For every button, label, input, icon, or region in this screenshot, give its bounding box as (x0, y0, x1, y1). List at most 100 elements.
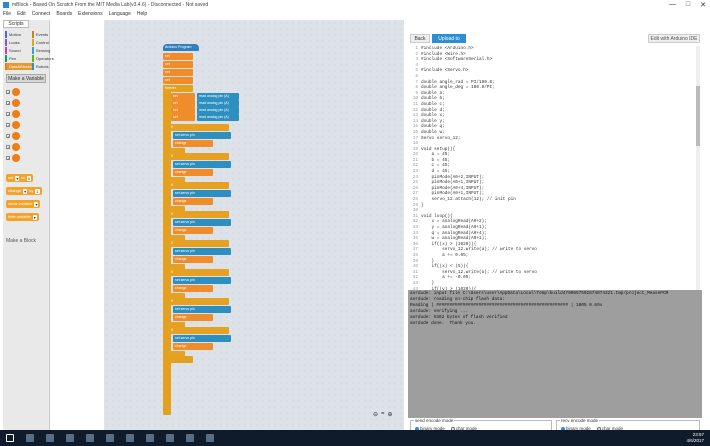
zoom-out-icon[interactable]: ⊖ (373, 412, 379, 418)
hat-arduino-program[interactable]: Arduino Program (163, 44, 199, 51)
variable-checkbox[interactable]: ✓ (6, 133, 11, 139)
set-block-value[interactable]: 0 (26, 175, 31, 181)
if-block[interactable]: if (169, 211, 229, 218)
change-block-value[interactable]: 1 (35, 188, 40, 194)
category-datablocks[interactable]: Data&Blocks (5, 63, 32, 70)
read-analog-pin-block[interactable]: read analog pin (A) (197, 114, 239, 121)
mblock-app-icon[interactable] (126, 434, 134, 442)
make-block-button[interactable]: Make a Block (6, 238, 37, 244)
set-servo-pin-block[interactable]: set servo pin (173, 132, 231, 139)
set-servo-pin-block[interactable]: set servo pin (173, 306, 231, 313)
read-analog-pin-block[interactable]: read analog pin (A) (197, 107, 239, 114)
menu-connect[interactable]: Connect (31, 11, 51, 17)
if-end-block[interactable] (169, 177, 185, 184)
variable-row[interactable]: ✓ (6, 130, 46, 141)
set-variable-block[interactable]: set (163, 53, 193, 60)
if-block[interactable]: if (169, 327, 229, 334)
arduino-icon[interactable] (206, 434, 214, 442)
menu-help[interactable]: Help (136, 11, 148, 17)
if-end-block[interactable] (169, 322, 185, 329)
change-variable-block[interactable]: change ▾ by 1 (6, 187, 42, 195)
set-servo-pin-block[interactable]: set servo pin (173, 248, 231, 255)
variable-row[interactable]: ✓ (6, 108, 46, 119)
set-servo-pin-block[interactable]: set servo pin (173, 161, 231, 168)
word-icon[interactable] (146, 434, 154, 442)
file-explorer-icon[interactable] (86, 434, 94, 442)
variable-reporter[interactable] (12, 109, 20, 118)
variable-row[interactable]: ✓ (6, 97, 46, 108)
category-robots[interactable]: Robots (31, 63, 54, 70)
variable-checkbox[interactable]: ✓ (6, 155, 11, 161)
hide-variable-block[interactable]: hide variable ▾ (6, 213, 39, 221)
variable-row[interactable]: ✓ (6, 141, 46, 152)
menu-language[interactable]: Language (108, 11, 131, 17)
windows-start-icon[interactable] (6, 434, 14, 442)
if-block[interactable]: if (169, 298, 229, 305)
category-looks[interactable]: Looks (5, 39, 32, 46)
tab-scripts[interactable]: Scripts (3, 20, 29, 28)
close-button[interactable]: ✕ (700, 2, 706, 9)
if-block[interactable]: if (169, 153, 229, 160)
read-analog-pin-block[interactable]: read analog pin (A) (197, 100, 239, 107)
variable-row[interactable]: ✓ (6, 152, 46, 163)
if-end-block[interactable] (169, 235, 185, 242)
edge-browser-icon[interactable] (66, 434, 74, 442)
variable-reporter[interactable] (12, 153, 20, 162)
change-variable-block[interactable]: change (173, 198, 213, 205)
if-block[interactable]: if (169, 240, 229, 247)
change-variable-block[interactable]: change (173, 169, 213, 176)
back-button[interactable]: Back (410, 34, 430, 43)
variable-reporter[interactable] (12, 87, 20, 96)
change-variable-block[interactable]: change (173, 227, 213, 234)
code-view[interactable]: 1#include <Arduino.h>2#include <Wire.h>3… (408, 46, 694, 290)
set-servo-pin-block[interactable]: set servo pin (173, 335, 231, 342)
variable-checkbox[interactable]: ✓ (6, 111, 11, 117)
menu-extensions[interactable]: Extensions (78, 11, 103, 17)
set-variable-block[interactable]: set (163, 61, 193, 68)
change-variable-block[interactable]: change (173, 256, 213, 263)
menu-edit[interactable]: Edit (17, 11, 26, 17)
category-sound[interactable]: Sound (5, 47, 32, 54)
if-end-block[interactable] (169, 148, 185, 155)
variable-reporter[interactable] (12, 120, 20, 129)
minimize-button[interactable]: — (668, 1, 676, 8)
variable-row[interactable]: ✓ (6, 119, 46, 130)
change-variable-block[interactable]: change (173, 140, 213, 147)
change-variable-block[interactable]: change (173, 343, 213, 350)
show-variable-block[interactable]: show variable ▾ (6, 200, 41, 208)
set-variable-block[interactable]: set (171, 93, 195, 100)
category-events[interactable]: Events (31, 31, 54, 38)
if-end-block[interactable] (169, 206, 185, 213)
variable-checkbox[interactable]: ✓ (6, 100, 11, 106)
set-variable-block[interactable]: set (163, 69, 193, 76)
if-end-block[interactable] (169, 351, 185, 358)
task-view-icon[interactable] (46, 434, 54, 442)
if-end-block[interactable] (169, 293, 185, 300)
if-end-block[interactable] (169, 264, 185, 271)
category-pen[interactable]: Pen (5, 55, 32, 62)
set-variable-block[interactable]: set (163, 77, 193, 84)
zoom-in-icon[interactable]: ⊕ (387, 412, 393, 418)
variable-row[interactable]: ✓ (6, 86, 46, 97)
if-block[interactable]: if (169, 269, 229, 276)
set-servo-pin-block[interactable]: set servo pin (173, 219, 231, 226)
edit-with-arduino-ide-button[interactable]: Edit with Arduino IDE (648, 34, 700, 43)
variable-reporter[interactable] (12, 98, 20, 107)
upload-to-arduino-button[interactable]: Upload to Arduino (432, 34, 466, 51)
store-icon[interactable] (106, 434, 114, 442)
photos-icon[interactable] (186, 434, 194, 442)
forever-end-block[interactable] (163, 356, 193, 363)
script-canvas[interactable] (104, 20, 404, 430)
zoom-reset-icon[interactable]: = (381, 411, 385, 417)
set-servo-pin-block[interactable]: set servo pin (173, 190, 231, 197)
category-motion[interactable]: Motion (5, 31, 32, 38)
chrome-icon[interactable] (166, 434, 174, 442)
set-variable-block[interactable]: set (171, 107, 195, 114)
read-analog-pin-block[interactable]: read analog pin (A) (197, 93, 239, 100)
variable-checkbox[interactable]: ✓ (6, 89, 11, 95)
variable-reporter[interactable] (12, 131, 20, 140)
set-variable-block[interactable]: set ▾ to 0 (6, 174, 33, 182)
forever-label-block[interactable]: forever (163, 85, 193, 92)
scrollbar-thumb[interactable] (696, 86, 700, 146)
code-scrollbar[interactable] (696, 46, 700, 290)
